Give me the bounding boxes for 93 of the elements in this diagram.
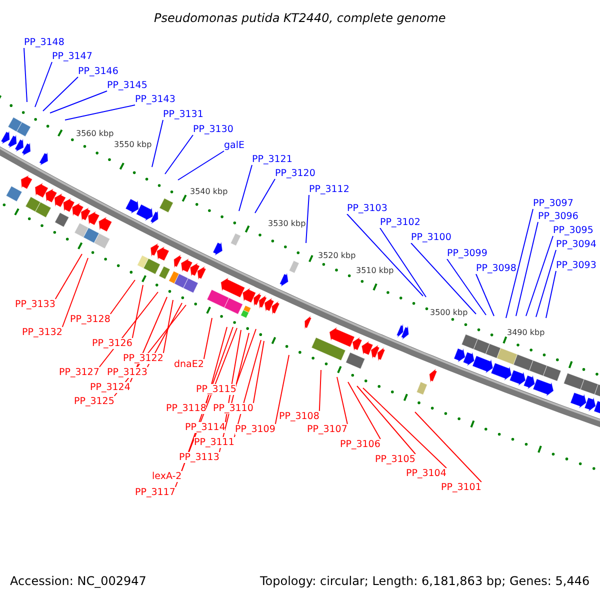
gene-label: PP_3146 — [78, 66, 118, 77]
gene-label: PP_3114 — [185, 422, 226, 433]
leader-line — [476, 274, 494, 316]
gene-label: PP_3126 — [92, 338, 132, 349]
leader-line — [348, 382, 381, 440]
leader-line — [446, 258, 486, 316]
gene-label: PP_3103 — [347, 203, 388, 214]
gene-label: PP_3096 — [538, 211, 578, 222]
scale-label: 3510 kbp — [356, 266, 394, 276]
genome-info-text: Topology: circular; Length: 6,181,863 bp; Genes: 5,446 — [260, 574, 590, 588]
gene-label: PP_3098 — [476, 263, 516, 274]
leader-line — [506, 208, 534, 318]
gene-label: PP_3110 — [213, 403, 254, 414]
gene-label: PP_3111 — [194, 437, 234, 448]
leader-line — [164, 134, 194, 174]
leader-line — [536, 250, 556, 318]
leader-line — [152, 120, 164, 168]
gene-label: PP_3130 — [193, 124, 234, 135]
leader-line — [356, 386, 416, 454]
leader-line — [526, 236, 554, 316]
gene-label: PP_3107 — [307, 424, 348, 435]
scale-label: 3550 kbp — [114, 140, 152, 150]
gene-label: PP_3147 — [52, 51, 92, 62]
gene-label: PP_3118 — [166, 403, 206, 414]
accession-text: Accession: NC_002947 — [10, 574, 146, 588]
leader-line — [252, 340, 264, 404]
leader-line — [306, 194, 310, 244]
scale-label: 3500 kbp — [430, 308, 468, 318]
gene-label: PP_3127 — [59, 367, 100, 378]
gene-label: PP_3131 — [163, 109, 204, 120]
leader-line — [346, 214, 424, 296]
gene-label: PP_3128 — [70, 314, 110, 325]
gene-label: PP_3132 — [22, 327, 62, 338]
gene-label: PP_3101 — [441, 482, 482, 493]
leader-line — [203, 318, 212, 360]
leader-line — [516, 222, 538, 316]
leader-line — [132, 284, 144, 338]
gene-label: PP_3094 — [556, 239, 596, 250]
leader-line — [42, 76, 78, 112]
gene-label: PP_3109 — [235, 424, 276, 435]
leader-line — [380, 228, 426, 298]
gene-label: PP_3122 — [123, 353, 164, 364]
leader-line — [274, 354, 290, 424]
gene-label: PP_3093 — [556, 260, 596, 271]
gene-label: lexA-2 — [152, 471, 182, 482]
gene-label: PP_3105 — [375, 454, 416, 465]
leader-line — [254, 178, 276, 214]
gene-label: PP_3108 — [279, 411, 320, 422]
leader-line — [546, 270, 556, 318]
gene-label: PP_3097 — [533, 198, 574, 209]
leader-line — [64, 104, 136, 120]
leader-line — [336, 376, 348, 424]
gene-label: PP_3099 — [447, 248, 488, 259]
gene-label: PP_3115 — [196, 384, 236, 395]
leader-line — [54, 254, 82, 300]
gene-label: PP_3121 — [252, 154, 292, 165]
gene-label: PP_3125 — [74, 396, 114, 407]
gene-label: PP_3145 — [107, 80, 148, 91]
scale-label: 3520 kbp — [318, 251, 356, 261]
leader-line — [414, 412, 482, 482]
leader-line — [110, 280, 136, 314]
gene-label: PP_3124 — [90, 382, 130, 393]
gene-label: PP_3095 — [553, 225, 594, 236]
leader-line — [238, 164, 252, 212]
gene-label: PP_3120 — [275, 168, 316, 179]
gene-label: PP_3143 — [135, 94, 176, 105]
gene-label: PP_3112 — [309, 184, 350, 195]
leader-line — [318, 370, 322, 412]
gene-label: PP_3102 — [380, 217, 420, 228]
gene-label: galE — [224, 140, 244, 151]
gene-label: PP_3123 — [107, 367, 148, 378]
gene-label: PP_3106 — [340, 439, 380, 450]
gene-label: PP_3100 — [411, 232, 452, 243]
leader-line — [62, 258, 88, 328]
gene-label: PP_3148 — [24, 37, 64, 48]
leader-line — [34, 62, 52, 108]
gene-label: PP_3117 — [135, 487, 176, 498]
scale-label: 3560 kbp — [76, 129, 114, 139]
leader-line — [362, 388, 447, 468]
leader-line — [162, 300, 174, 354]
leader-line — [236, 328, 256, 384]
scale-label: 3490 kbp — [507, 328, 545, 338]
scale-label: 3540 kbp — [190, 187, 228, 197]
gene-label: PP_3104 — [406, 468, 446, 479]
gene-label: PP_3133 — [15, 299, 56, 310]
leader-line — [410, 242, 476, 314]
leader-line — [178, 150, 224, 180]
map-title: Pseudomonas putida KT2440, complete genome — [154, 11, 446, 25]
gene-label: dnaE2 — [174, 359, 204, 370]
gene-label: PP_3113 — [179, 452, 220, 463]
leader-line — [24, 48, 28, 102]
scale-label: 3530 kbp — [268, 219, 306, 229]
leader-line — [50, 90, 108, 114]
